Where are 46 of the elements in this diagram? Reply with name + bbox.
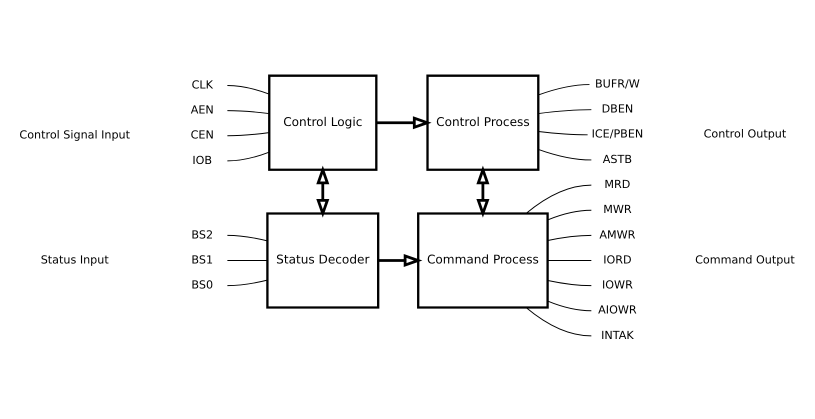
node-text: BS2 (191, 228, 214, 241)
connector (526, 184, 592, 214)
node-text: AEN (190, 103, 214, 116)
arrow (316, 165, 330, 218)
node-box: Status Decoder (266, 212, 380, 308)
connector (538, 130, 588, 135)
node-box: Control Logic (268, 74, 378, 170)
node-text: ASTB (602, 152, 632, 166)
connector (226, 279, 268, 286)
node-text: MWR (603, 202, 632, 216)
node-text: CLK (192, 78, 213, 91)
node-text: BUFR/W (595, 76, 640, 90)
node-text: CEN (190, 128, 214, 142)
arrow (378, 253, 422, 267)
node-text: BS0 (191, 278, 214, 292)
connector (547, 300, 592, 311)
node-box: Control Process (426, 74, 540, 170)
label: Status Input (40, 252, 109, 266)
node-text: IOB (192, 153, 212, 166)
connector (226, 84, 270, 94)
arrow (476, 165, 490, 218)
connector (226, 151, 270, 161)
connector (526, 306, 592, 336)
arrow (376, 116, 432, 129)
connector (547, 209, 592, 220)
label: Control Output (704, 127, 786, 140)
node-text: DBEN (602, 102, 634, 116)
label: Command Output (695, 252, 795, 266)
node-text: AIOWR (598, 303, 637, 316)
connector (226, 132, 270, 136)
node-text: MRD (604, 177, 630, 190)
node-text: BS1 (191, 252, 214, 266)
connector (226, 110, 270, 114)
connector (547, 234, 592, 240)
node-text: AMWR (599, 228, 636, 241)
connector (538, 108, 592, 114)
node-text: ICE/PBEN (592, 127, 644, 140)
node-text: INTAK (601, 328, 634, 342)
node-box: Command Process (417, 212, 549, 308)
connector (547, 280, 592, 286)
connector (538, 84, 590, 95)
node-text: IORD (603, 252, 632, 266)
label: Control Signal Input (19, 128, 130, 142)
connector (538, 148, 592, 160)
connector (226, 234, 268, 241)
node-text: IOWR (602, 278, 633, 292)
